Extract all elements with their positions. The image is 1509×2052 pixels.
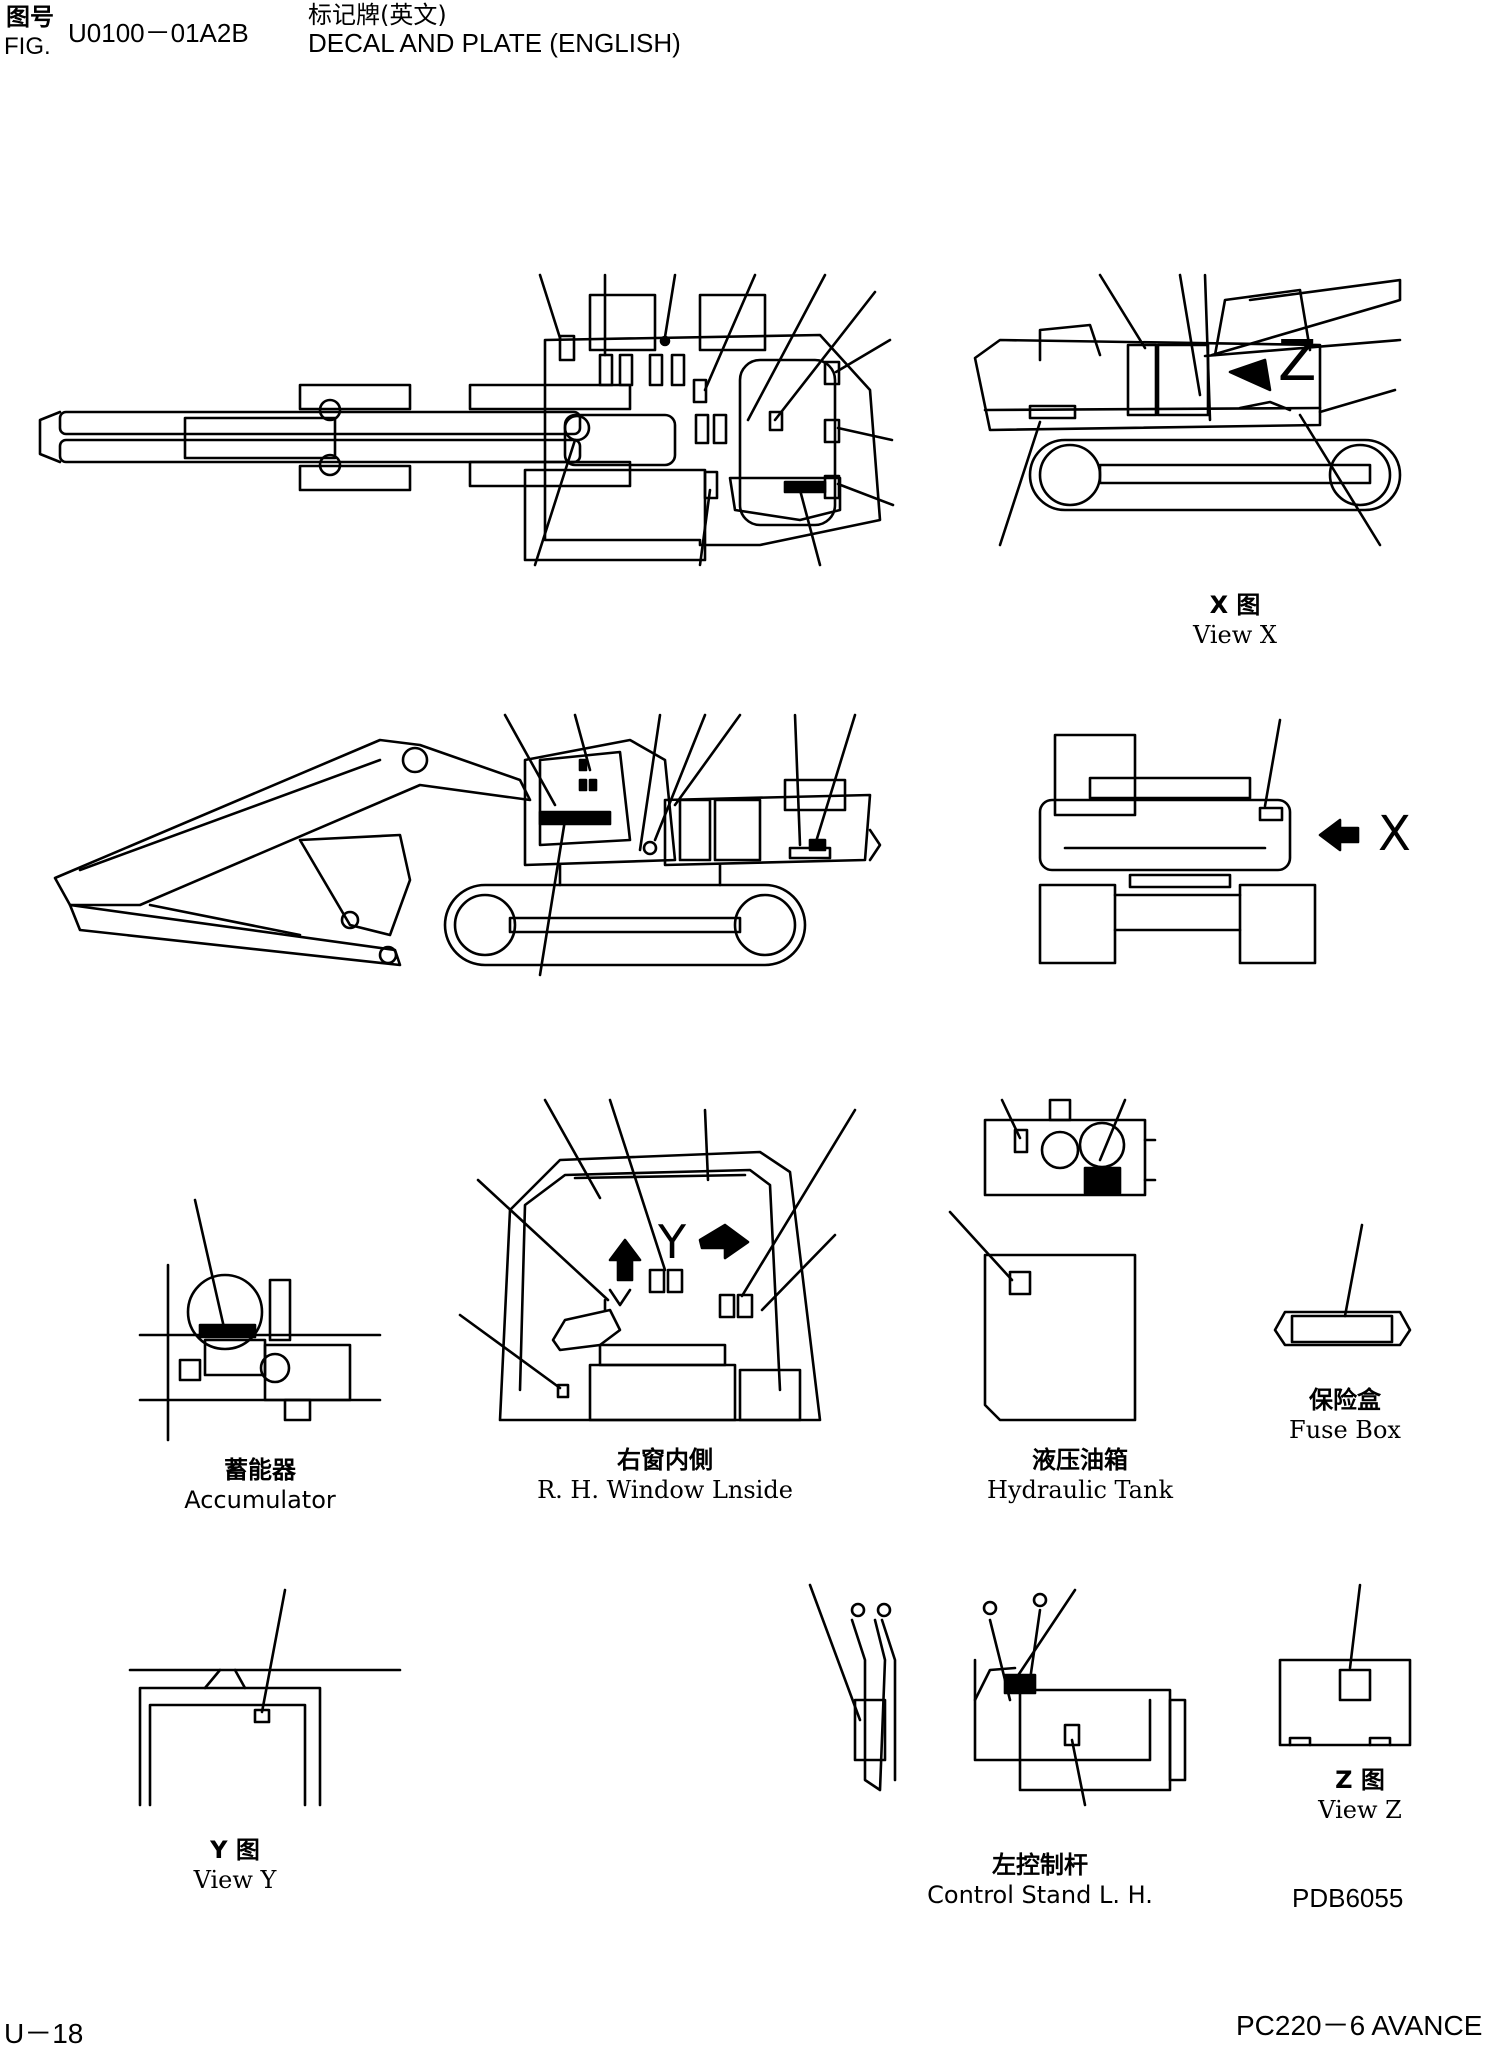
title-zh: 标记牌(英文): [308, 1, 447, 29]
side-view-excavator: [53, 713, 882, 977]
view-y-caption-zh: Y 图: [210, 1836, 260, 1864]
view-y-caption: Y 图 View Y: [165, 1835, 305, 1895]
rh-window-caption-zh: 右窗内側: [617, 1446, 713, 1474]
rear-view-excavator: X: [1038, 718, 1411, 965]
view-y-drawing: [128, 1588, 402, 1807]
fuse-box-caption: 保险盒 Fuse Box: [1265, 1385, 1425, 1445]
view-y-caption-en: View Y: [193, 1866, 277, 1894]
control-stand-caption-zh: 左控制杆: [992, 1851, 1088, 1879]
accumulator-caption: 蓄能器 Accumulator: [140, 1455, 380, 1515]
fig-number: U0100－01A2B: [68, 18, 249, 48]
accumulator-drawing: [138, 1198, 382, 1442]
fig-label-zh: 图号: [6, 3, 54, 31]
top-view-excavator: [38, 273, 895, 567]
hydraulic-tank-drawing: [948, 1098, 1157, 1422]
view-x-marker: X: [1378, 806, 1411, 862]
rh-window-caption-en: R. H. Window Lnside: [537, 1476, 793, 1504]
page-number: U－18: [4, 2018, 84, 2049]
hydraulic-tank-caption-zh: 液压油箱: [1032, 1446, 1128, 1474]
view-x-caption: X 图 View X: [1175, 590, 1295, 650]
view-z-caption-en: View Z: [1318, 1796, 1402, 1824]
fuse-box-drawing: [1273, 1223, 1412, 1347]
rh-window-caption: 右窗内側 R. H. Window Lnside: [500, 1445, 830, 1505]
hydraulic-tank-caption: 液压油箱 Hydraulic Tank: [960, 1445, 1200, 1505]
rh-window-drawing: Y: [458, 1098, 857, 1422]
drawing-number: PDB6055: [1292, 1883, 1404, 1913]
title-en: DECAL AND PLATE (ENGLISH): [308, 28, 681, 58]
fig-label-en: FIG.: [4, 33, 51, 60]
fuse-box-caption-en: Fuse Box: [1289, 1416, 1401, 1444]
view-z-marker: Z: [1278, 329, 1316, 394]
view-x-caption-zh: X 图: [1209, 591, 1261, 619]
model-name: PC220－6 AVANCE: [1236, 2010, 1483, 2041]
hydraulic-tank-caption-en: Hydraulic Tank: [987, 1476, 1173, 1504]
view-x-machine: Z: [973, 273, 1402, 547]
view-x-caption-en: View X: [1192, 621, 1278, 649]
view-z-caption-zh: Z 图: [1335, 1766, 1385, 1794]
control-stand-caption-en: Control Stand L. H.: [927, 1881, 1153, 1909]
accumulator-caption-zh: 蓄能器: [224, 1456, 296, 1484]
control-stand-drawing: [808, 1583, 1187, 1807]
view-z-caption: Z 图 View Z: [1290, 1765, 1430, 1825]
view-z-drawing: [1278, 1583, 1412, 1747]
accumulator-caption-en: Accumulator: [184, 1486, 336, 1514]
control-stand-caption: 左控制杆 Control Stand L. H.: [900, 1850, 1180, 1910]
fuse-box-caption-zh: 保险盒: [1309, 1386, 1381, 1414]
